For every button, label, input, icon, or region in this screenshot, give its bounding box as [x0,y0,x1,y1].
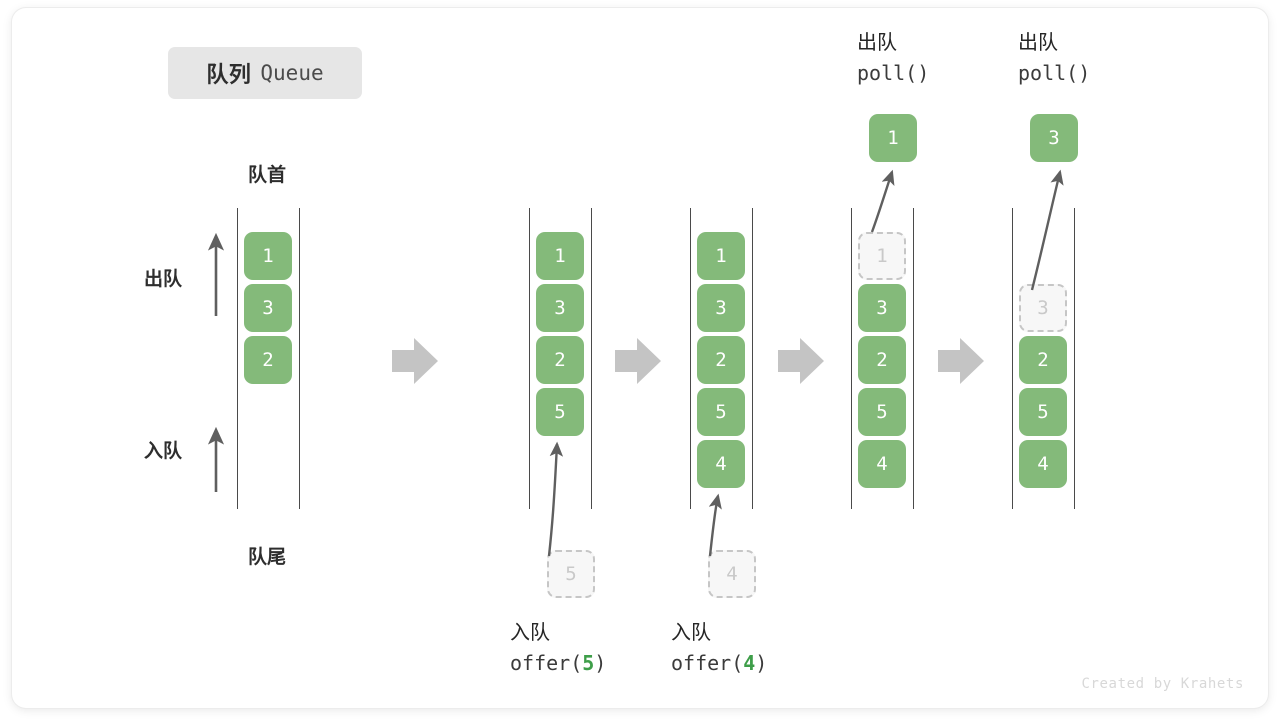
queue-rail [237,208,238,509]
queue-cell: 1 [697,232,745,280]
queue-rail [591,208,592,509]
queue-head-label: 队首 [247,165,286,186]
queue-title-chip: 队列 Queue [168,47,362,99]
operation-argument: 5 [582,651,595,675]
queue-cell: 2 [1019,336,1067,384]
watermark: Created by Krahets [1081,676,1244,692]
operation-code: poll() [857,61,930,85]
poll-operation-caption: 出队 poll() [857,28,929,88]
queue-cell-ghost: 1 [858,232,906,280]
operation-label-cn: 入队 [671,622,711,644]
queue-cell: 5 [1019,388,1067,436]
queue-rail [529,208,530,509]
queue-title-cn: 队列 [206,62,252,87]
queue-cell: 4 [697,440,745,488]
operation-label-cn: 出队 [1018,32,1058,54]
queue-rail [299,208,300,509]
queue-tail-label: 队尾 [247,547,286,568]
offer-operation-caption: 入队 offer(5) [510,618,606,678]
queue-rail [690,208,691,509]
operation-code: offer(4) [671,651,768,675]
queue-cell: 1 [244,232,292,280]
queue-cell: 3 [244,284,292,332]
operation-code: offer(5) [510,651,607,675]
queue-cell: 3 [858,284,906,332]
queue-title-en: Queue [260,61,324,85]
operation-label-cn: 出队 [857,32,897,54]
queue-cell: 5 [858,388,906,436]
queue-cell: 3 [697,284,745,332]
popped-element: 3 [1030,114,1078,162]
queue-rail [851,208,852,509]
operation-argument: 4 [743,651,756,675]
offer-operation-caption: 入队 offer(4) [671,618,767,678]
dequeue-direction-label: 出队 [144,269,183,290]
queue-rail [1012,208,1013,509]
operation-code: poll() [1018,61,1091,85]
queue-cell: 5 [536,388,584,436]
queue-rail [752,208,753,509]
queue-cell: 2 [858,336,906,384]
queue-rail [1074,208,1075,509]
queue-cell-ghost: 3 [1019,284,1067,332]
incoming-element-ghost: 4 [708,550,756,598]
popped-element: 1 [869,114,917,162]
queue-cell: 4 [858,440,906,488]
operation-label-cn: 入队 [510,622,550,644]
enqueue-direction-label: 入队 [144,441,183,462]
poll-operation-caption: 出队 poll() [1018,28,1090,88]
queue-cell: 3 [536,284,584,332]
queue-rail [913,208,914,509]
queue-cell: 2 [697,336,745,384]
incoming-element-ghost: 5 [547,550,595,598]
queue-cell: 2 [536,336,584,384]
queue-cell: 1 [536,232,584,280]
queue-cell: 2 [244,336,292,384]
queue-cell: 5 [697,388,745,436]
queue-cell: 4 [1019,440,1067,488]
